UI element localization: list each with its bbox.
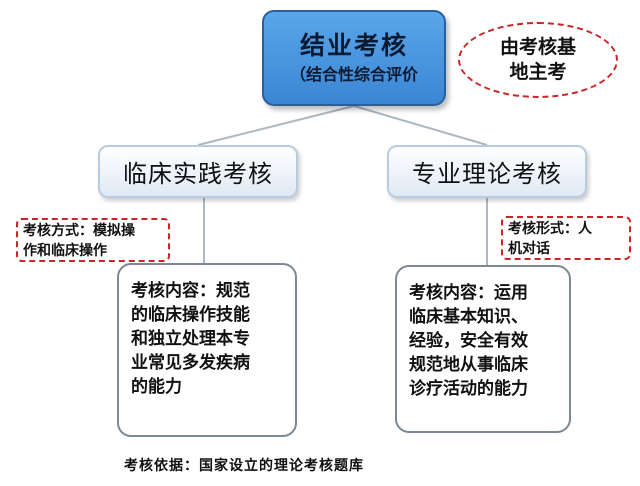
root-side-note: 由考核基 地主考: [458, 22, 618, 98]
root-title: 结业考核: [299, 31, 408, 60]
branch-professional-theory: 专业理论考核: [387, 145, 587, 198]
clinical-method-note: 考核方式：模拟操 作和临床操作: [16, 218, 170, 262]
root-subtitle: （结合性综合评价: [289, 65, 418, 84]
footer-basis-note: 考核依据：国家设立的理论考核题库: [124, 458, 364, 474]
theory-content-box: 考核内容：运用 临床基本知识、 经验，安全有效 规范地从事临床 诊疗活动的能力: [395, 265, 571, 433]
branch-clinical-practice: 临床实践考核: [98, 145, 298, 198]
theory-format-note: 考核形式：人 机对话: [501, 216, 631, 260]
root-node: 结业考核 （结合性综合评价: [262, 10, 446, 106]
connector-root-to-left: [197, 105, 355, 146]
clinical-content-box: 考核内容：规范 的临床操作技能 和独立处理本专 业常见多发疾病 的能力: [117, 263, 297, 437]
connector-root-to-right: [353, 105, 488, 146]
